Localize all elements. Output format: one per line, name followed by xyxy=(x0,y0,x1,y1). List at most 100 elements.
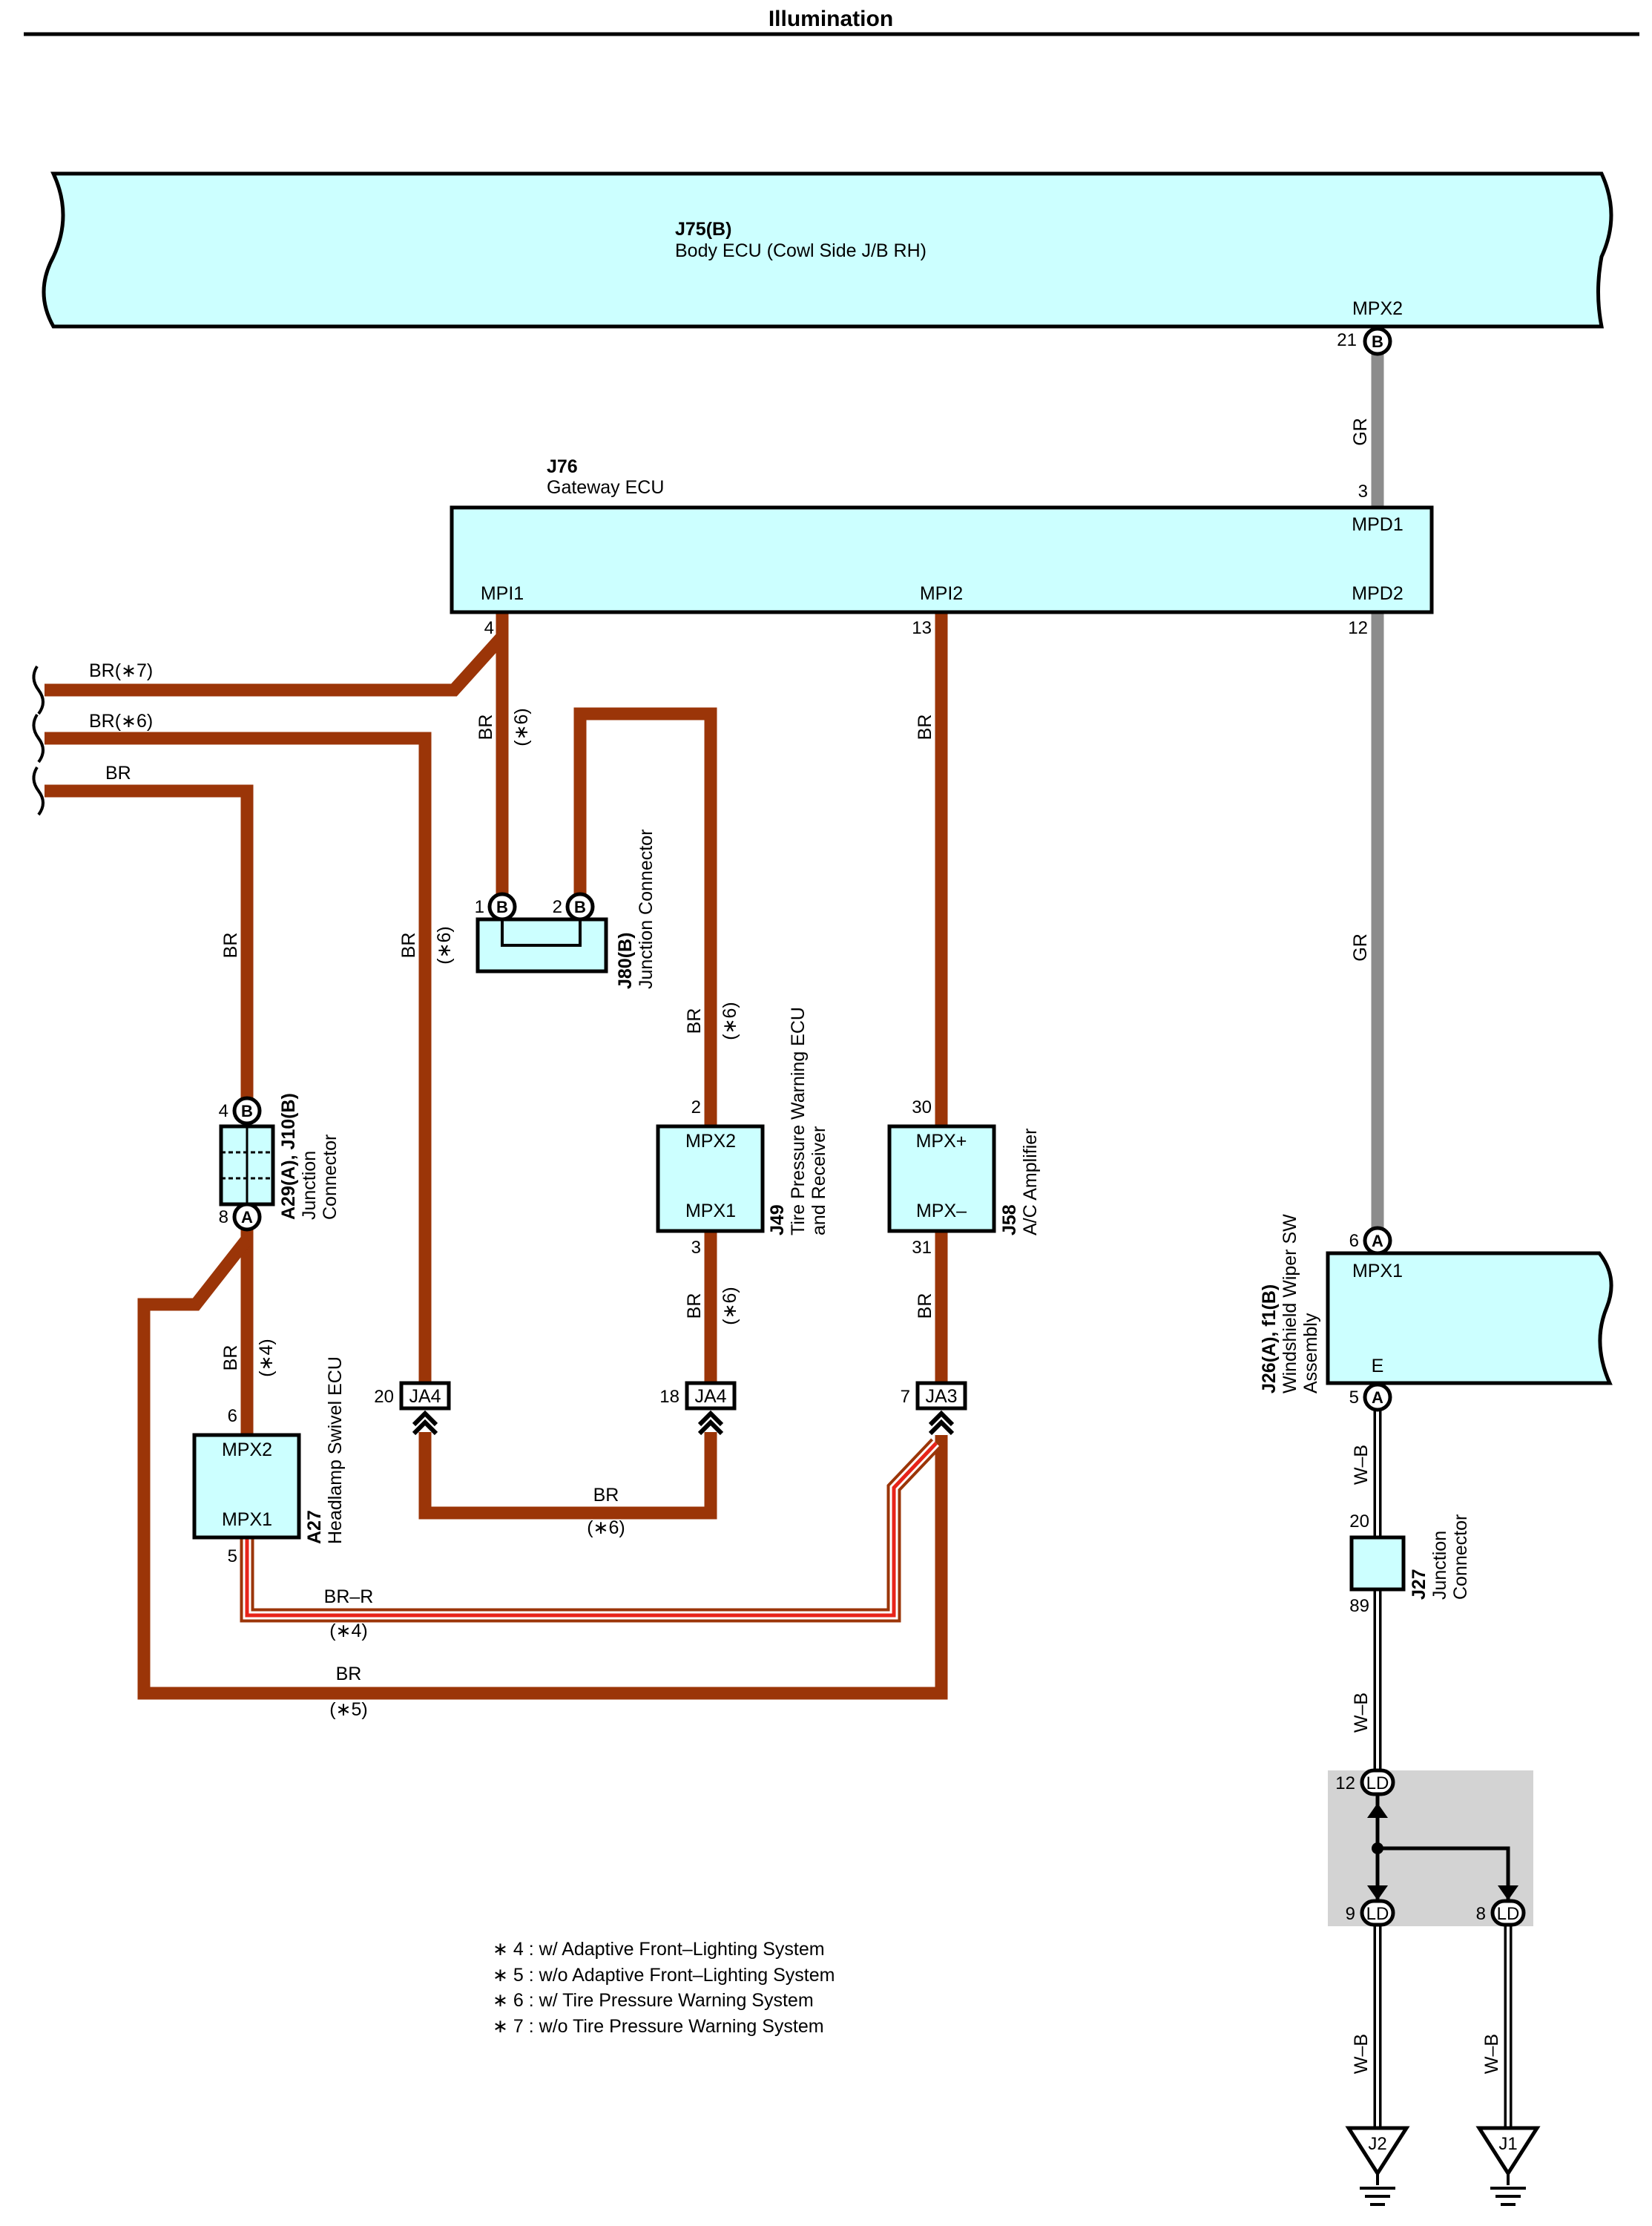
j75-name: Body ECU (Cowl Side J/B RH) xyxy=(675,240,927,261)
j76-pin-mpd1-no: 3 xyxy=(1358,482,1368,502)
wire-br-left xyxy=(45,784,254,1104)
wire-label-br-star5: BR xyxy=(336,1664,362,1684)
wire-label-br-star6-vert: BR xyxy=(398,933,419,959)
ld-top-connector xyxy=(1360,1768,1395,1796)
j49-pin-bot-no: 3 xyxy=(691,1238,701,1258)
wire-label-gr-1: GR xyxy=(1350,418,1371,446)
a27-label-bot: MPX1 xyxy=(222,1509,272,1530)
a27-box xyxy=(192,1433,301,1540)
a27-id: A27 xyxy=(304,1510,325,1544)
wire-label-br-a27: BR xyxy=(220,1345,241,1371)
wire-label-br-star7: BR(∗7) xyxy=(89,660,153,681)
j27-id: J27 xyxy=(1409,1569,1429,1600)
j76-pin-label-mpd1: MPD1 xyxy=(1352,514,1403,535)
j76-pin-label-mpd2: MPD2 xyxy=(1352,583,1403,604)
wire-break-marks xyxy=(32,665,45,816)
wire-label-br-r: BR–R xyxy=(324,1586,374,1607)
wire-label-wb-4: W–B xyxy=(1481,2034,1502,2074)
footnotes: ∗ 4 : w/ Adaptive Front–Lighting System … xyxy=(493,1939,835,2037)
wire-label-br-a29-top: BR xyxy=(220,933,241,959)
wire-br-star6 xyxy=(45,732,432,1388)
ja4-connector-20 xyxy=(399,1381,451,1436)
ja4-18-pin: 18 xyxy=(659,1387,679,1407)
ld-left-connector xyxy=(1360,1899,1395,1927)
ld-top-label: LD xyxy=(1366,1773,1389,1793)
ld-left-label: LD xyxy=(1366,1904,1389,1924)
j58-label-bot: MPX– xyxy=(916,1201,967,1221)
wire-label-wb-3: W–B xyxy=(1351,2034,1372,2074)
j76-pin-label-mpi2: MPI2 xyxy=(920,583,963,604)
j80-pin1-letter: B xyxy=(496,898,508,916)
a27-label-top: MPX2 xyxy=(222,1439,272,1460)
j80-name: Junction Connector xyxy=(636,830,656,989)
wire-label-br-j49-bot: BR xyxy=(684,1293,705,1319)
j27-name-l1: Junction xyxy=(1429,1531,1450,1600)
wire-br-j80-j49 xyxy=(573,707,717,1126)
a29-pin-top-no: 4 xyxy=(219,1101,228,1121)
a27-name: Headlamp Swivel ECU xyxy=(325,1356,346,1544)
j75-pin-letter: B xyxy=(1372,332,1383,351)
j76-pin-label-mpi1: MPI1 xyxy=(481,583,524,604)
a29-pin-bot-circle xyxy=(232,1202,262,1232)
ja4-18-label: JA4 xyxy=(694,1386,726,1407)
j75-pin-no: 21 xyxy=(1337,330,1357,350)
wire-label-br-bottom-loop: BR xyxy=(593,1485,619,1506)
wire-label-wb-1: W–B xyxy=(1351,1445,1372,1485)
j49-label-bot: MPX1 xyxy=(685,1201,736,1221)
j49-name-l1: Tire Pressure Warning ECU xyxy=(788,1007,809,1235)
j27-box xyxy=(1349,1535,1406,1592)
ld-right-pin: 8 xyxy=(1476,1904,1486,1924)
j76-pin-mpi2-no: 13 xyxy=(912,618,932,638)
j80-bridge xyxy=(501,919,582,947)
page-title: Illumination xyxy=(769,7,893,31)
j58-pin-bot-no: 31 xyxy=(912,1238,932,1258)
wire-br-r xyxy=(240,1438,941,1623)
j76-pin-mpi1-no: 4 xyxy=(484,618,494,638)
ld-left-pin: 9 xyxy=(1346,1904,1355,1924)
a29-name-l1: Junction xyxy=(299,1151,320,1220)
j75-body-ecu-box xyxy=(42,171,1613,329)
ground-j2-label: J2 xyxy=(1368,2134,1386,2154)
j26-pin-bot-letter: A xyxy=(1372,1388,1383,1407)
wire-label-note5-bottom: (∗5) xyxy=(329,1699,368,1720)
ja3-connector-7 xyxy=(915,1381,967,1436)
j26-name-l2: Assembly xyxy=(1300,1313,1321,1393)
ground-j1-icon xyxy=(1475,2126,1541,2206)
a29-pin-top-letter: B xyxy=(241,1102,253,1120)
wire-br-ja4-ja4 xyxy=(418,1432,717,1520)
j49-box xyxy=(656,1124,765,1233)
j76-gateway-ecu-box xyxy=(450,505,1434,614)
j58-name: A/C Amplifier xyxy=(1020,1129,1041,1235)
ground-j2-icon xyxy=(1345,2126,1410,2206)
j49-pin-top-no: 2 xyxy=(691,1097,701,1117)
j58-pin-top-no: 30 xyxy=(912,1097,932,1117)
wire-label-br-left: BR xyxy=(105,763,131,784)
wire-br-star7 xyxy=(45,612,509,697)
wire-label-note6-bottom: (∗6) xyxy=(587,1517,625,1538)
a29-pin-top-circle xyxy=(232,1096,262,1126)
j27-name-l2: Connector xyxy=(1450,1514,1471,1600)
j80-pin1-no: 1 xyxy=(475,897,484,917)
j27-pin-top-no: 20 xyxy=(1349,1511,1369,1531)
wire-label-note4-bottom: (∗4) xyxy=(329,1621,368,1641)
ld-right-connector xyxy=(1490,1899,1526,1927)
ja4-connector-18 xyxy=(685,1381,737,1436)
wire-label-br-j49-top: BR xyxy=(684,1008,705,1034)
j49-id: J49 xyxy=(767,1204,788,1235)
wire-wb-group xyxy=(1373,1408,1513,2128)
j58-box xyxy=(887,1124,996,1233)
wire-label-note6-star6: (∗6) xyxy=(434,926,455,965)
j75-pin-b xyxy=(1363,326,1392,356)
j76-pin-mpd2-no: 12 xyxy=(1348,618,1368,638)
j76-id: J76 xyxy=(547,456,578,477)
ja4-20-label: JA4 xyxy=(409,1386,441,1407)
wire-label-note4-a27: (∗4) xyxy=(256,1339,277,1377)
ground-j1-label: J1 xyxy=(1498,2134,1517,2154)
a29-name-l2: Connector xyxy=(320,1135,340,1220)
j49-label-top: MPX2 xyxy=(685,1131,736,1152)
wire-label-note6-j49-bot: (∗6) xyxy=(720,1287,740,1325)
a29-pin-bot-no: 8 xyxy=(219,1207,228,1227)
ld-top-pin: 12 xyxy=(1335,1773,1355,1793)
a27-pin-top-no: 6 xyxy=(228,1406,237,1426)
j26-name-l1: Windshield Wiper SW xyxy=(1280,1214,1300,1393)
